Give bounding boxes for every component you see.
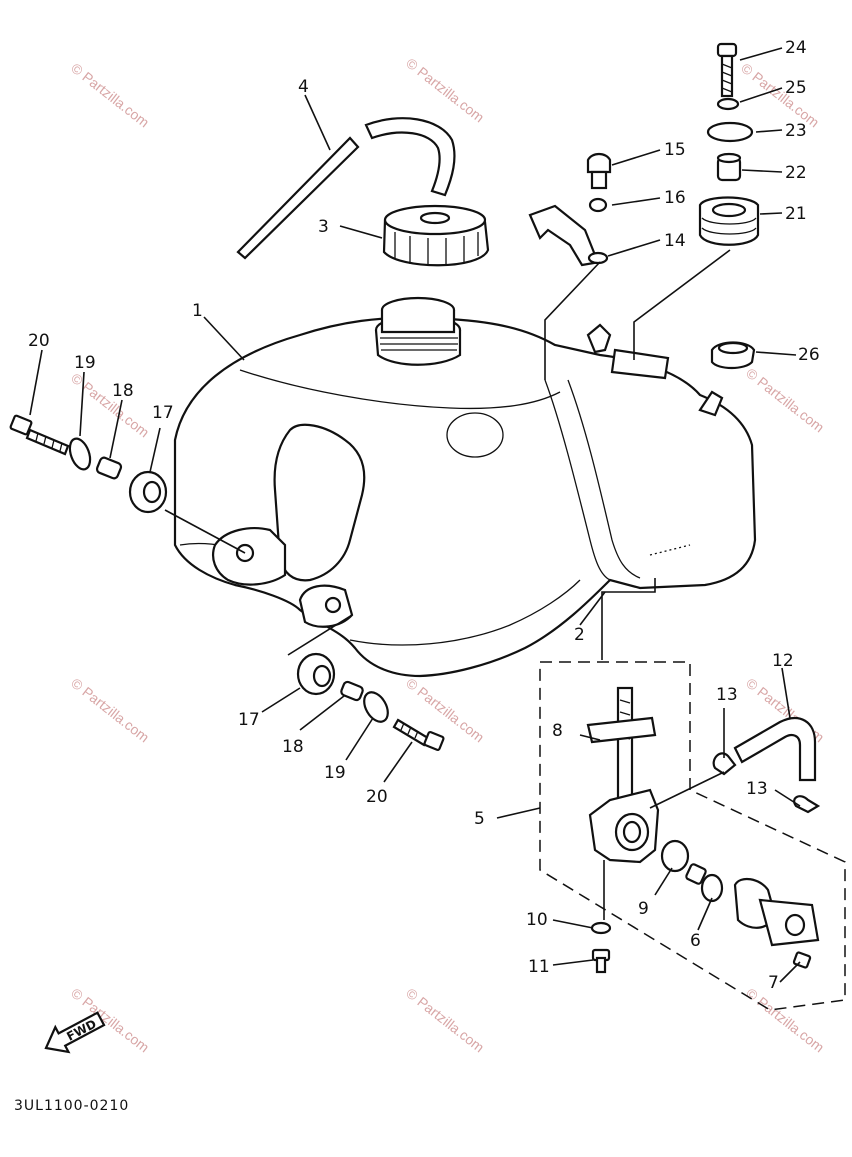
callout-13-lower: 13 [746, 779, 768, 799]
callout-20-lower: 20 [366, 787, 388, 807]
watermark: © Partzilla.com [403, 55, 487, 126]
callout-20-left: 20 [28, 331, 50, 351]
callout-17-lower: 17 [238, 710, 260, 730]
watermark: © Partzilla.com [743, 365, 827, 436]
callout-5: 5 [474, 809, 485, 829]
watermark: © Partzilla.com [68, 60, 152, 131]
watermark: © Partzilla.com [68, 675, 152, 746]
leader-lines [29, 47, 801, 983]
watermark: © Partzilla.com [68, 985, 152, 1056]
callout-4: 4 [298, 77, 309, 97]
callout-23: 23 [785, 121, 807, 141]
callout-3: 3 [318, 217, 329, 237]
fwd-arrow: FWD [44, 1011, 106, 1054]
callout-15: 15 [664, 140, 686, 160]
callout-17-left: 17 [152, 403, 174, 423]
fuel-cap [382, 204, 490, 267]
callout-7: 7 [768, 973, 779, 993]
diagram-code: 3UL1100-0210 [14, 1098, 129, 1114]
callout-1: 1 [192, 301, 203, 321]
callout-21: 21 [785, 204, 807, 224]
callout-labels: 4 3 1 24 25 23 22 21 26 15 16 14 20 19 1… [28, 38, 820, 993]
callout-26: 26 [798, 345, 820, 365]
callout-18-lower: 18 [282, 737, 304, 757]
callout-13-upper: 13 [716, 685, 738, 705]
watermark: © Partzilla.com [738, 60, 822, 131]
callout-19-left: 19 [74, 353, 96, 373]
callout-6: 6 [690, 931, 701, 951]
callout-19-lower: 19 [324, 763, 346, 783]
callout-9: 9 [638, 899, 649, 919]
callout-24: 24 [785, 38, 807, 58]
callout-18-left: 18 [112, 381, 134, 401]
callout-11: 11 [528, 957, 550, 977]
fuel-tank [173, 296, 757, 678]
watermark: © Partzilla.com [743, 985, 827, 1056]
callout-14: 14 [664, 231, 686, 251]
rear-mount-parts [698, 42, 760, 370]
callout-25: 25 [785, 78, 807, 98]
callout-2: 2 [574, 625, 585, 645]
watermark: © Partzilla.com [403, 985, 487, 1056]
vent-hose [236, 117, 456, 260]
callout-22: 22 [785, 163, 807, 183]
fuel-cock-assembly [539, 661, 846, 1011]
callout-8: 8 [552, 721, 563, 741]
callout-12: 12 [772, 651, 794, 671]
bracket-parts [528, 152, 612, 267]
callout-10: 10 [526, 910, 548, 930]
callout-16: 16 [664, 188, 686, 208]
lower-mount-parts [296, 652, 445, 751]
left-mount-parts [9, 414, 168, 514]
